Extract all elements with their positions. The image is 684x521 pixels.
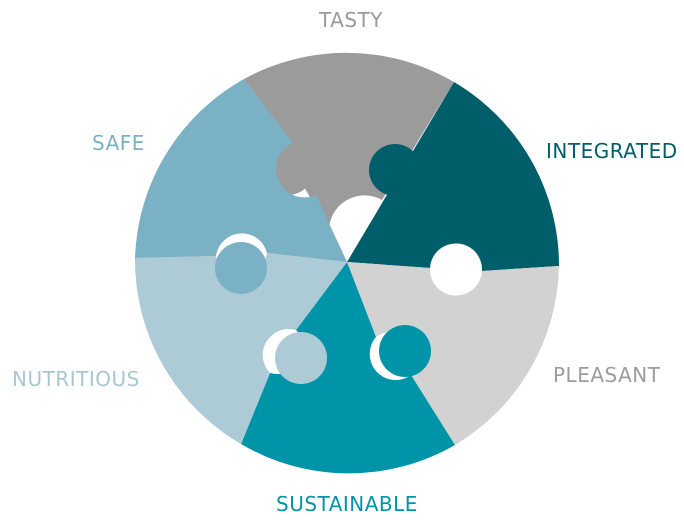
piece-nutritious: [134, 253, 347, 444]
piece-safe: [135, 79, 347, 262]
piece-tasty: [244, 52, 454, 263]
piece-sustainable: [241, 262, 455, 474]
piece-pleasant: [347, 262, 559, 445]
piece-nutritious-tab: [275, 332, 327, 384]
label-pleasant: PLEASANT: [553, 363, 661, 387]
piece-integrated-tab: [369, 144, 421, 196]
label-safe: SAFE: [92, 131, 145, 155]
label-integrated: INTEGRATED: [546, 139, 678, 163]
label-sustainable: SUSTAINABLE: [276, 492, 418, 516]
piece-integrated: [347, 82, 560, 271]
label-tasty: TASTY: [319, 8, 383, 32]
label-nutritious: NUTRITIOUS: [12, 367, 140, 391]
piece-safe-tab: [215, 242, 267, 294]
piece-sustainable-tab: [379, 325, 431, 377]
